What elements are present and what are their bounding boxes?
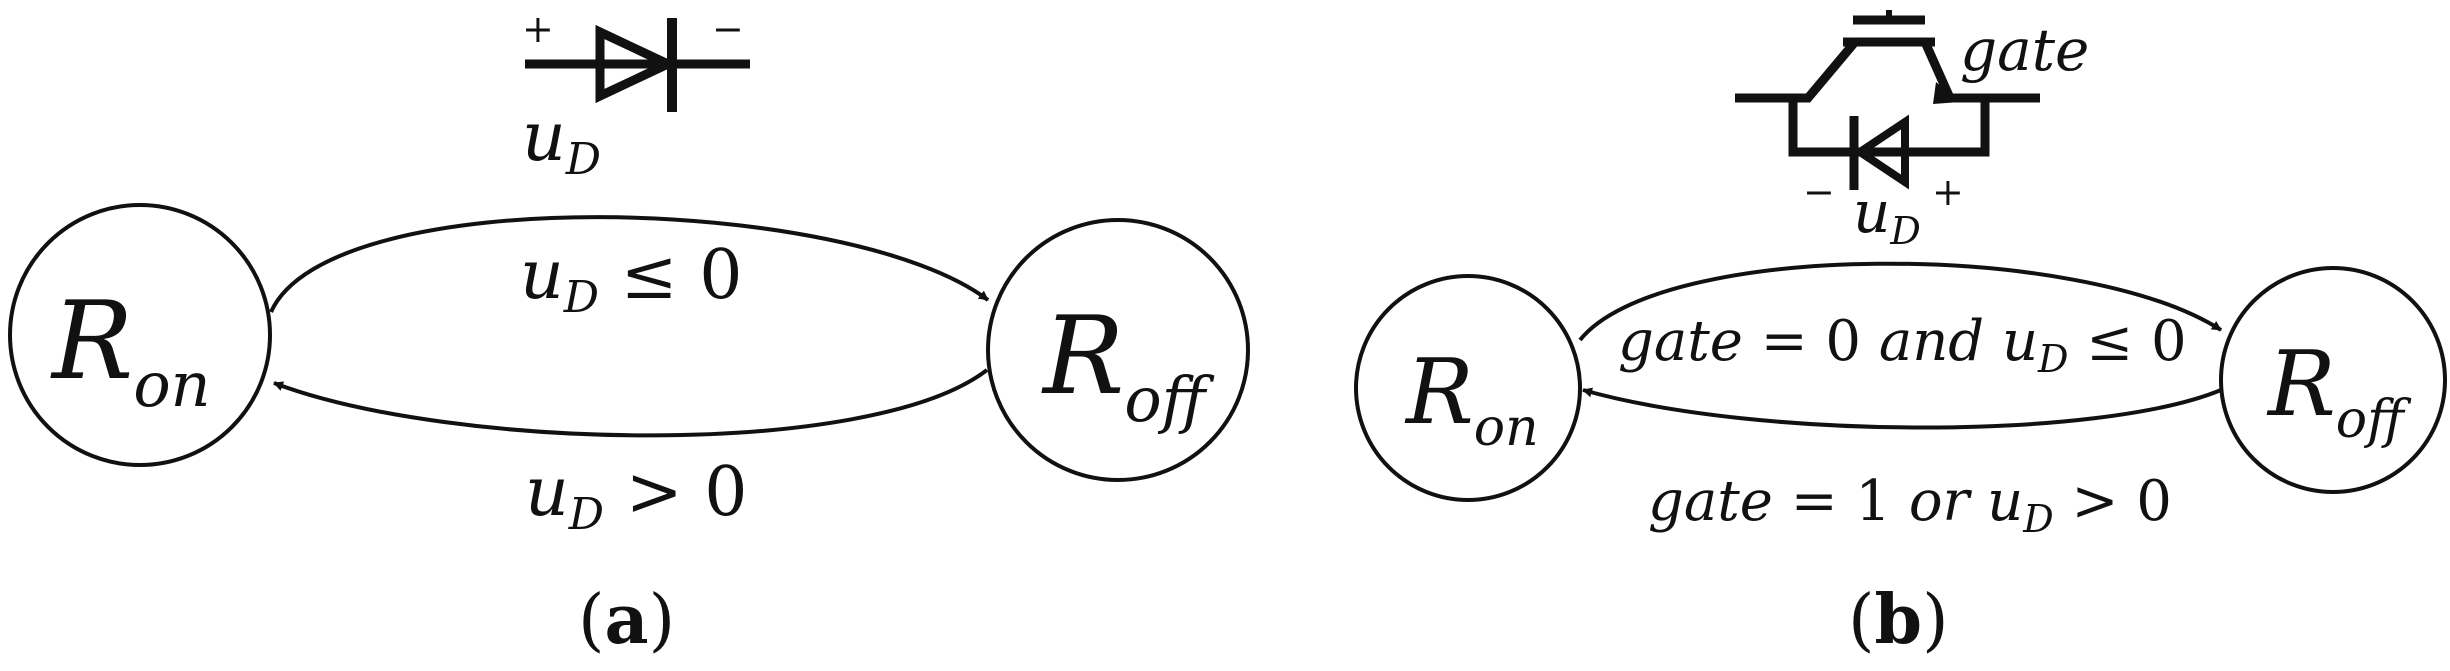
state-ron-circle bbox=[8, 203, 272, 467]
transition-on-to-off bbox=[269, 215, 990, 313]
state-roff-label: Roff bbox=[1041, 294, 1215, 436]
transition-off-to-on bbox=[273, 368, 989, 438]
igbt-voltage-label: uD bbox=[1853, 178, 1921, 253]
transition-bottom-label: uD > 0 bbox=[525, 453, 748, 540]
state-ron-label-b: Ron bbox=[1404, 340, 1539, 458]
transition-off-to-on-b bbox=[1582, 387, 2222, 430]
diode-minus-label: − bbox=[712, 7, 744, 51]
igbt-plus-label: + bbox=[1932, 170, 1964, 214]
panel-b: gate − + uD Ron Roff gate = 0 and uD ≤ 0… bbox=[1354, 10, 2447, 660]
diode-plus-label: + bbox=[522, 7, 554, 51]
transition-top-label: uD ≤ 0 bbox=[520, 236, 743, 323]
state-ron-circle-b bbox=[1354, 274, 1582, 502]
gate-label: gate bbox=[1960, 16, 2089, 84]
caption-a: (a) bbox=[578, 580, 675, 660]
transition-on-to-off-b bbox=[1578, 261, 2223, 342]
igbt-symbol: gate − + uD bbox=[1735, 10, 2089, 253]
transition-bottom-label-b: gate = 1 or uD > 0 bbox=[1648, 469, 2172, 541]
caption-b: (b) bbox=[1848, 580, 1949, 660]
diode-voltage-label: uD bbox=[522, 98, 601, 185]
igbt-minus-label: − bbox=[1803, 170, 1835, 214]
transition-top-label-b: gate = 0 and uD ≤ 0 bbox=[1618, 309, 2187, 381]
state-ron-label: Ron bbox=[50, 279, 211, 421]
state-roff-circle bbox=[986, 218, 1250, 482]
state-roff-circle-b bbox=[2219, 266, 2447, 494]
diode-symbol: + − uD bbox=[522, 7, 750, 185]
panel-a: + − uD Ron Roff uD ≤ 0 uD > 0 (a) bbox=[8, 7, 1250, 660]
state-roff-label-b: Roff bbox=[2266, 332, 2412, 450]
